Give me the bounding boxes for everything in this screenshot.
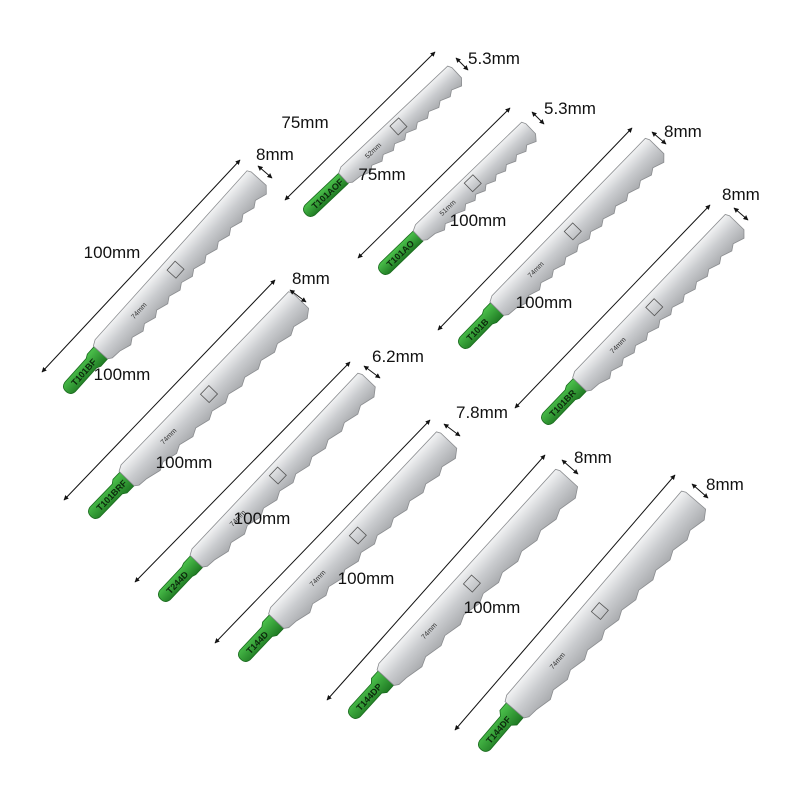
width-arrow <box>443 423 461 437</box>
length-arrow <box>41 159 241 373</box>
length-arrow <box>454 474 676 731</box>
length-label: 100mm <box>156 453 213 472</box>
width-arrow <box>531 111 545 125</box>
length-label: 100mm <box>94 365 151 384</box>
length-label: 100mm <box>516 293 573 312</box>
width-label: 6.2mm <box>372 347 424 366</box>
width-arrow <box>289 289 307 303</box>
width-arrow <box>561 459 579 475</box>
steel-blade <box>572 213 745 392</box>
width-label: 8mm <box>706 475 744 494</box>
width-arrow <box>733 207 749 221</box>
width-arrow <box>691 483 709 499</box>
width-label: 7.8mm <box>456 403 508 422</box>
width-label: 8mm <box>574 448 612 467</box>
length-label: 100mm <box>84 243 141 262</box>
width-arrow <box>455 57 469 71</box>
width-label: 8mm <box>256 145 294 164</box>
width-label: 5.3mm <box>468 49 520 68</box>
length-label: 75mm <box>358 165 405 184</box>
length-label: 100mm <box>450 211 507 230</box>
width-arrow <box>257 165 273 179</box>
width-label: 5.3mm <box>544 99 596 118</box>
width-arrow <box>651 131 667 145</box>
length-arrow <box>134 361 351 583</box>
length-arrow <box>514 204 711 409</box>
blade-code: T101BRF <box>95 478 130 513</box>
width-label: 8mm <box>664 122 702 141</box>
width-arrow <box>363 365 381 379</box>
length-label: 75mm <box>281 113 328 132</box>
length-label: 100mm <box>234 509 291 528</box>
width-label: 8mm <box>292 269 330 288</box>
length-label: 100mm <box>464 598 521 617</box>
length-arrow <box>214 419 431 644</box>
length-label: 100mm <box>338 569 395 588</box>
blade-code: T101AOF <box>310 176 346 211</box>
width-label: 8mm <box>722 185 760 204</box>
